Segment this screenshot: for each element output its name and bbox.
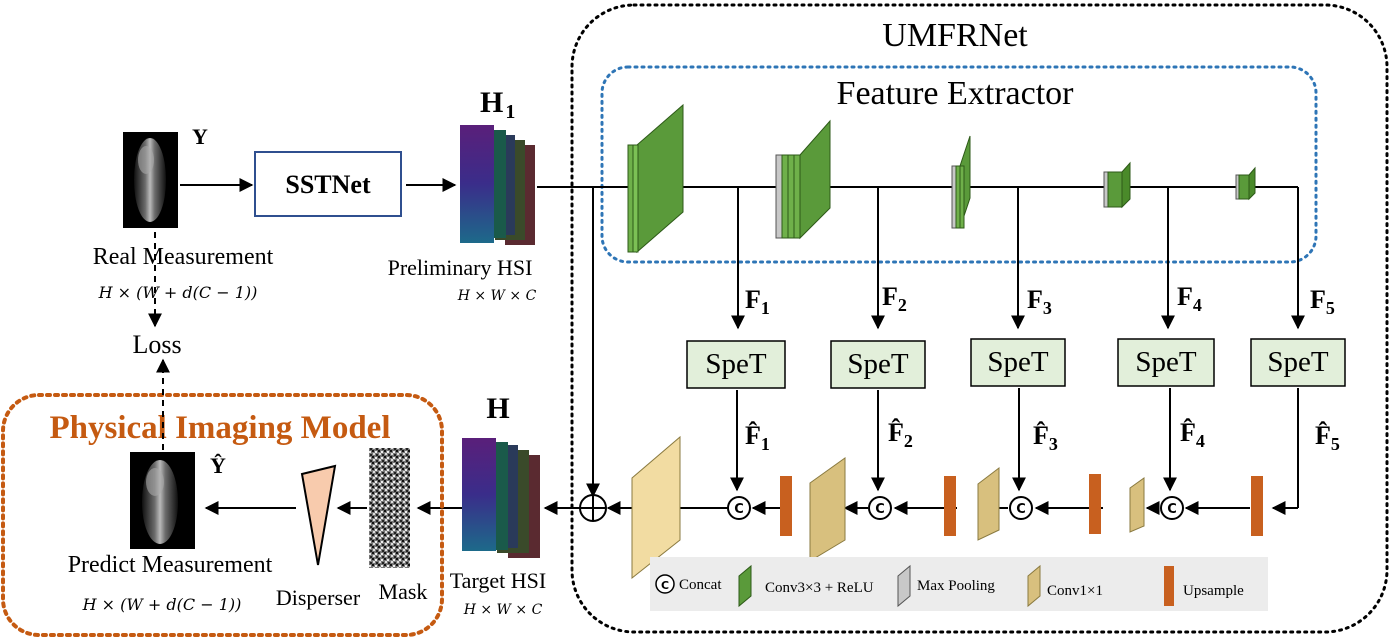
spet-box-4 (1117, 338, 1215, 387)
upsample-bar-1 (780, 476, 792, 536)
upsample-bar-3 (1089, 474, 1101, 534)
feature-label-3: F3 (1027, 285, 1052, 318)
y-label: Y (192, 124, 208, 149)
real-measurement-image (123, 132, 178, 228)
svg-text:Conv1×1: Conv1×1 (1047, 583, 1103, 599)
umfrnet-title: UMFRNet (882, 17, 1028, 54)
svg-text:C: C (661, 579, 669, 592)
mask-label: Mask (379, 579, 428, 604)
feature-label-1: F1 (745, 285, 770, 318)
h1-dims: H × W × C (457, 288, 537, 304)
physical-model-border (1, 393, 444, 637)
y-hat-label: Ŷ (210, 453, 226, 478)
spet-box-3 (970, 338, 1066, 387)
spet-box-1 (686, 340, 786, 389)
conv-block-1 (627, 103, 684, 254)
mask-image (369, 448, 410, 568)
target-dims: H × W × C (463, 602, 543, 618)
spet-box-2 (830, 340, 926, 389)
target-label: H (486, 392, 509, 425)
upsample-bar-4 (1251, 476, 1263, 536)
conv11-block-2 (809, 457, 846, 562)
refined-label-5: F̂5 (1315, 421, 1340, 454)
svg-text:Concat: Concat (679, 577, 722, 593)
refined-label-2: F̂2 (888, 418, 913, 451)
conv-block-4 (1103, 161, 1131, 209)
refined-label-4: F̂4 (1180, 418, 1205, 451)
predict-measurement-dims: H × (W + d(C − 1)) (82, 595, 242, 614)
conv-block-5 (1235, 166, 1256, 201)
h1-caption: Preliminary HSI (388, 255, 533, 280)
svg-text:Upsample: Upsample (1183, 583, 1244, 599)
target-caption: Target HSI (450, 568, 546, 593)
concat-circle-2 (868, 496, 892, 520)
predict-measurement-image (130, 452, 195, 549)
upsample-bar-2 (944, 476, 956, 536)
concat-symbol-2: C (875, 502, 885, 517)
sstnet-box (254, 151, 402, 217)
umfrnet-border (570, 3, 1389, 634)
spet-label-4: SpeT (1135, 346, 1197, 378)
spet-box-5 (1250, 338, 1346, 387)
disperser-label: Disperser (276, 585, 361, 610)
conv11-block-3 (977, 466, 1000, 541)
legend-conv11: Conv1×1 (1027, 564, 1103, 608)
legend-upsample: Upsample (1164, 566, 1244, 606)
feature-extractor-border (600, 65, 1318, 264)
physical-model-title: Physical Imaging Model (49, 410, 390, 446)
concat-symbol-4: C (1167, 502, 1177, 517)
add-node (579, 494, 607, 522)
refined-label-3: F̂3 (1033, 421, 1058, 454)
feature-label-2: F2 (882, 282, 907, 315)
concat-circle-1 (727, 496, 751, 520)
spet-label-1: SpeT (705, 348, 767, 380)
concat-symbol-1: C (734, 502, 744, 517)
real-measurement-caption: Real Measurement (93, 244, 274, 270)
svg-text:Conv3×3 + ReLU: Conv3×3 + ReLU (765, 580, 874, 596)
feature-label-5: F5 (1310, 285, 1335, 318)
conv-block-3 (951, 135, 971, 229)
conv-block-2 (775, 119, 831, 240)
concat-circle-3 (1009, 496, 1033, 520)
real-measurement-dims: H × (W + d(C − 1)) (98, 283, 258, 302)
spet-label-2: SpeT (847, 348, 909, 380)
sstnet-label: SSTNet (285, 170, 371, 199)
conv11-block-4 (1129, 477, 1145, 533)
refined-label-1: F̂1 (745, 421, 770, 454)
legend-conv33: Conv3×3 + ReLU (738, 564, 874, 608)
preliminary-hsi-stack (460, 125, 535, 245)
loss-label: Loss (132, 330, 181, 359)
feature-extractor-title: Feature Extractor (837, 75, 1075, 112)
legend-maxpool: Max Pooling (897, 564, 995, 608)
predict-measurement-caption: Predict Measurement (68, 552, 273, 578)
feature-label-4: F4 (1177, 282, 1202, 315)
legend-concat: C Concat (655, 574, 722, 594)
spet-label-5: SpeT (1267, 346, 1329, 378)
concat-symbol-3: C (1016, 502, 1026, 517)
spet-label-3: SpeT (987, 346, 1049, 378)
conv11-block-1 (631, 435, 681, 580)
target-hsi-stack (462, 438, 540, 558)
disperser-prism (300, 464, 337, 566)
concat-circle-4 (1160, 496, 1184, 520)
svg-text:Max Pooling: Max Pooling (917, 578, 995, 594)
